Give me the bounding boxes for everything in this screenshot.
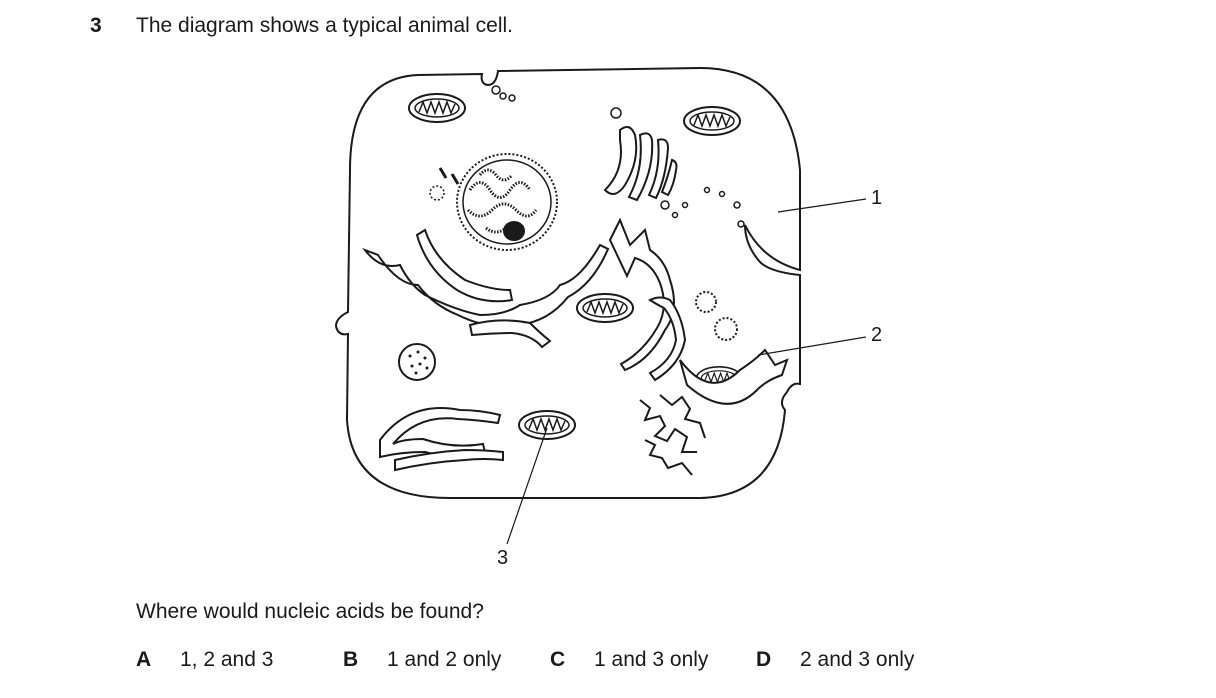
question-stem: The diagram shows a typical animal cell. xyxy=(136,14,513,37)
option-d-letter: D xyxy=(756,648,772,671)
vesicle xyxy=(695,291,717,313)
centrioles xyxy=(429,167,460,201)
rough-er-left xyxy=(362,228,610,349)
option-a[interactable]: A 1, 2 and 3 xyxy=(136,648,273,672)
option-b-letter: B xyxy=(343,648,359,671)
mitochondrion xyxy=(518,410,576,440)
option-d-text: 2 and 3 only xyxy=(800,648,915,671)
lysosome xyxy=(398,343,436,381)
option-b-text: 1 and 2 only xyxy=(387,648,502,671)
option-c[interactable]: C 1 and 3 only xyxy=(550,648,708,672)
leader-line-3 xyxy=(506,427,548,545)
label-1: 1 xyxy=(871,187,882,209)
rough-er-right xyxy=(608,217,789,405)
vesicle xyxy=(714,317,738,341)
option-b[interactable]: B 1 and 2 only xyxy=(343,648,501,672)
mitochondrion xyxy=(576,293,634,323)
smooth-er xyxy=(639,394,706,476)
cell-membrane xyxy=(334,66,801,499)
option-c-letter: C xyxy=(550,648,566,671)
mitochondrion xyxy=(408,93,466,123)
option-a-text: 1, 2 and 3 xyxy=(180,648,274,671)
label-2: 2 xyxy=(871,324,882,346)
question-number: 3 xyxy=(90,14,102,37)
vesicles xyxy=(491,85,745,228)
leader-line-1 xyxy=(777,198,867,213)
rough-er-lower xyxy=(379,407,504,472)
option-c-text: 1 and 3 only xyxy=(594,648,709,671)
question-prompt: Where would nucleic acids be found? xyxy=(136,600,484,623)
label-3: 3 xyxy=(497,547,508,569)
leader-line-2 xyxy=(757,336,867,356)
mitochondrion xyxy=(683,106,741,136)
golgi-apparatus xyxy=(603,125,678,202)
option-a-letter: A xyxy=(136,648,152,671)
option-d[interactable]: D 2 and 3 only xyxy=(756,648,914,672)
nucleus xyxy=(456,153,558,251)
